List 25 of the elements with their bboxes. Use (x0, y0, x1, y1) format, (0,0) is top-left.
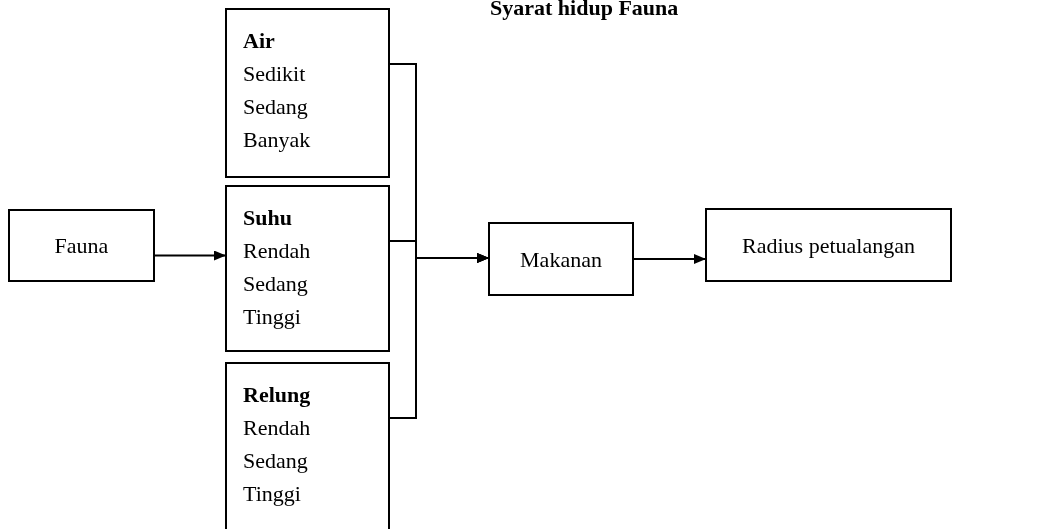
process-box (488, 222, 634, 296)
node-label: Radius petualangan (742, 231, 915, 260)
node-label: Fauna (54, 232, 109, 260)
category-heading: Suhu (243, 204, 293, 232)
category-item: Rendah (243, 414, 312, 442)
category-item: Sedang (243, 93, 309, 121)
category-item: Tinggi (243, 303, 302, 331)
connector-arrow (633, 254, 706, 264)
process-box (705, 208, 952, 282)
category-item: Sedang (243, 447, 309, 475)
node-label: Makanan (520, 245, 602, 274)
diagram-title: Syarat hidup Fauna (490, 0, 679, 22)
category-item: Sedang (243, 270, 309, 298)
connector-arrow (389, 253, 489, 419)
category-item: Tinggi (243, 480, 302, 508)
category-box (225, 362, 390, 529)
connector-arrow (154, 250, 226, 261)
category-box (225, 185, 390, 352)
category-heading: Relung (243, 381, 312, 409)
category-item: Rendah (243, 237, 312, 265)
category-heading: Air (243, 27, 276, 55)
process-box (8, 209, 155, 282)
category-item: Banyak (243, 126, 312, 154)
category-box (225, 8, 390, 178)
category-item: Sedikit (243, 60, 307, 88)
